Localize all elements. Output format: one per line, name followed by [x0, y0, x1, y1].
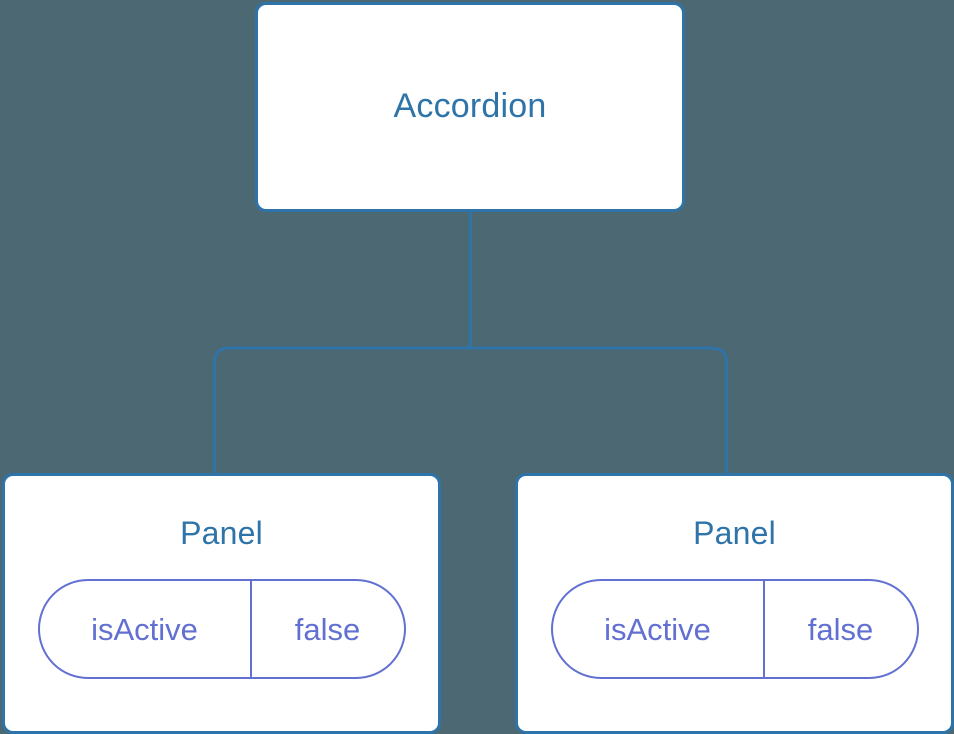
node-title: Panel — [693, 515, 776, 551]
prop-pill-isactive[interactable]: isActive false — [37, 579, 406, 680]
tree-node-accordion[interactable]: Accordion — [255, 2, 685, 212]
node-title: Panel — [180, 515, 263, 551]
prop-value: false — [294, 611, 361, 647]
prop-pill-isactive[interactable]: isActive false — [550, 579, 919, 680]
edge-to-panel-right — [470, 346, 728, 480]
node-title: Accordion — [393, 87, 547, 126]
prop-value: false — [807, 611, 874, 647]
prop-key: isActive — [40, 581, 252, 678]
tree-node-panel-left[interactable]: Panel isActive false — [2, 473, 441, 734]
tree-node-panel-right[interactable]: Panel isActive false — [515, 473, 954, 734]
edge-to-panel-left — [213, 346, 471, 480]
prop-key: isActive — [553, 581, 765, 678]
